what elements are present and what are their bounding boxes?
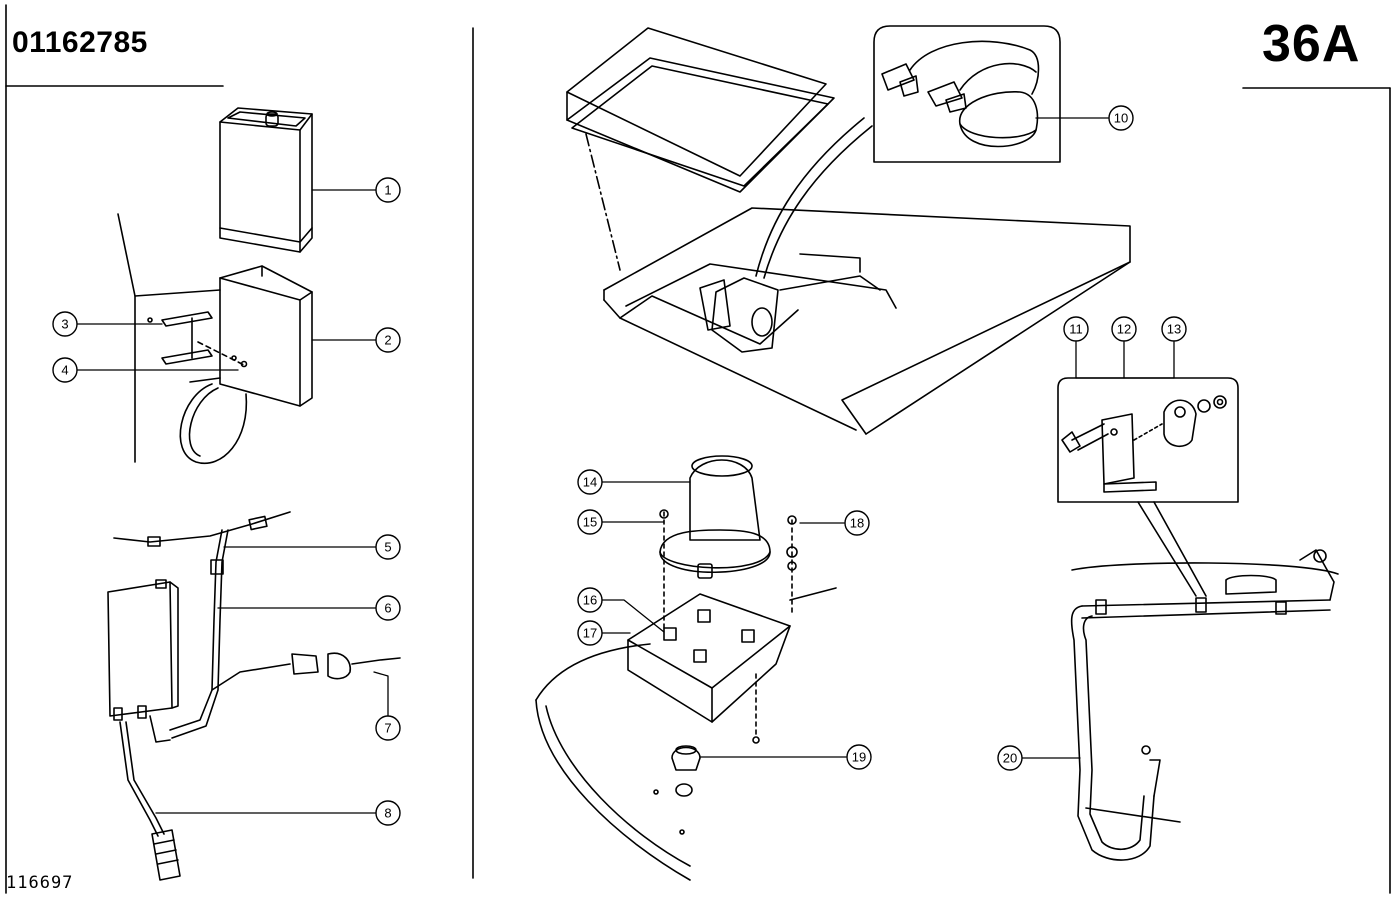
part-number: 01162785: [12, 26, 148, 59]
drawing-reference-number: 116697: [6, 873, 74, 893]
callout-4: 4: [52, 357, 78, 383]
callout-16: 16: [577, 587, 603, 613]
callout-20: 20: [997, 745, 1023, 771]
leader-lines: [75, 117, 1175, 814]
callout-14: 14: [577, 469, 603, 495]
callout-13: 13: [1161, 316, 1187, 342]
callout-6: 6: [375, 595, 401, 621]
callout-label: 10: [1114, 111, 1128, 126]
callout-label: 17: [583, 626, 597, 641]
callout-label: 12: [1117, 322, 1131, 337]
callout-label: 6: [384, 601, 391, 616]
battery-drawing: [117, 107, 313, 465]
bracket-detail-inset: [1057, 377, 1239, 503]
callout-label: 13: [1167, 322, 1181, 337]
wiring-drawing: [107, 511, 401, 881]
callout-7: 7: [375, 715, 401, 741]
antenna-mount-drawing: [535, 455, 837, 881]
callout-18: 18: [844, 510, 870, 536]
callout-label: 15: [583, 515, 597, 530]
callout-19: 19: [846, 744, 872, 770]
callout-label: 20: [1003, 751, 1017, 766]
callout-label: 14: [583, 475, 597, 490]
callout-8: 8: [375, 800, 401, 826]
callout-label: 3: [61, 317, 68, 332]
callout-1: 1: [375, 177, 401, 203]
harness-drawing: [1070, 501, 1339, 861]
callout-label: 11: [1069, 322, 1083, 337]
antenna-detail-inset: [873, 25, 1061, 163]
callout-label: 5: [384, 540, 391, 555]
page-code: 36A: [1262, 15, 1361, 73]
callout-label: 16: [583, 593, 597, 608]
callout-15: 15: [577, 509, 603, 535]
callout-5: 5: [375, 534, 401, 560]
callout-label: 8: [384, 806, 391, 821]
callout-label: 18: [850, 516, 864, 531]
callout-11: 11: [1063, 316, 1089, 342]
callout-label: 19: [852, 750, 866, 765]
callout-3: 3: [52, 311, 78, 337]
roof-drawing: [566, 27, 1131, 435]
callout-2: 2: [375, 327, 401, 353]
callout-label: 7: [384, 721, 391, 736]
callout-12: 12: [1111, 316, 1137, 342]
frame-lines: [5, 4, 1391, 894]
callout-17: 17: [577, 620, 603, 646]
callout-10: 10: [1108, 105, 1134, 131]
callouts: 1 2 3 4 5 6 7 8 10 11 12 13 14 15 16 17 …: [52, 105, 1187, 826]
callout-label: 4: [61, 363, 68, 378]
callout-label: 1: [384, 183, 391, 198]
callout-label: 2: [384, 333, 391, 348]
